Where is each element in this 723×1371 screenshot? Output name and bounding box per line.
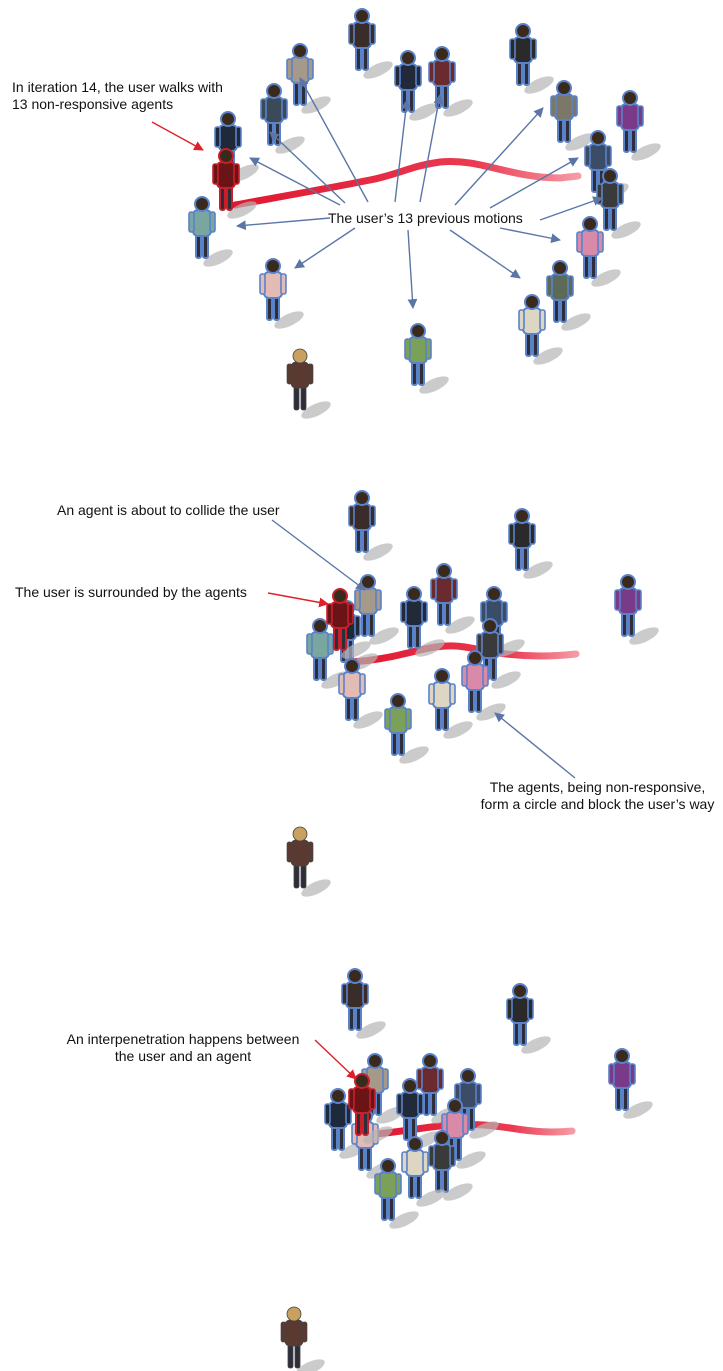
annotation-agent-collide: An agent is about to collide the user — [57, 502, 280, 518]
agent-figure — [401, 1136, 446, 1207]
panel-2 — [267, 490, 659, 897]
agent-figure — [461, 650, 506, 721]
user-trajectory-2 — [348, 642, 580, 666]
user-pointer-arrow-3 — [314, 1039, 357, 1080]
motion-arrow — [454, 107, 544, 206]
motion-arrow — [489, 157, 579, 209]
agent-figure — [550, 80, 595, 151]
agent-figure — [430, 563, 475, 634]
agent-figure — [546, 260, 591, 331]
agent-figure — [396, 1078, 441, 1149]
motion-arrow — [419, 94, 444, 203]
panel-3 — [280, 968, 653, 1371]
agent-figure — [608, 1048, 653, 1119]
agent-figure — [441, 1098, 486, 1169]
agent-figure — [188, 196, 233, 267]
agent-figure — [348, 490, 393, 561]
user-pointer-arrow-2 — [267, 592, 329, 608]
user-figure — [212, 148, 257, 219]
motion-arrow — [499, 227, 561, 244]
agent-figure — [576, 216, 621, 287]
user-trajectory-1 — [231, 157, 582, 209]
motion-arrows — [236, 77, 603, 309]
user-pointer-arrow-1 — [151, 121, 204, 151]
user-figure — [348, 1073, 393, 1144]
agent-figure — [404, 323, 449, 394]
motion-arrow — [236, 217, 331, 231]
bystander-figure — [286, 826, 331, 897]
agent-figure — [614, 574, 659, 645]
motion-arrow — [294, 227, 356, 269]
annotation-previous-motions: The user’s 13 previous motions — [328, 210, 523, 226]
agent-figure — [400, 586, 445, 657]
agent-figure — [506, 983, 551, 1054]
agent-figure — [260, 83, 305, 154]
motion-arrow — [269, 131, 346, 204]
annotation-agents-circle: The agents, being non-responsive, form a… — [480, 779, 715, 812]
panel-1 — [151, 8, 661, 419]
motion-arrow — [394, 99, 411, 203]
motion-arrow — [539, 196, 603, 221]
agent-figures-3 — [280, 968, 653, 1371]
agent-figure — [616, 90, 661, 161]
agent-figures-2 — [286, 490, 659, 897]
agent-figures-1 — [188, 8, 661, 419]
agent-figure — [354, 574, 399, 645]
agent-figure — [428, 668, 473, 739]
annotation-iteration-14: In iteration 14, the user walks with 13 … — [12, 79, 223, 112]
agent-figure — [348, 8, 393, 79]
annotation-interpenetration: An interpenetration happens between the … — [66, 1031, 300, 1064]
user-figure — [326, 588, 371, 659]
agent-figure — [394, 50, 439, 121]
agent-figure — [384, 693, 429, 764]
agent-figure — [518, 294, 563, 365]
collision-arrow — [271, 519, 366, 591]
agent-figure — [508, 508, 553, 579]
annotation-user-surrounded: The user is surrounded by the agents — [15, 584, 247, 600]
bystander-figure — [286, 348, 331, 419]
agent-figure — [259, 258, 304, 329]
agent-figure — [509, 23, 554, 94]
agent-figure — [286, 43, 331, 114]
motion-arrow — [407, 229, 418, 309]
motion-arrow — [249, 157, 341, 206]
circle-arrow — [494, 712, 576, 779]
motion-arrow — [449, 229, 521, 279]
motion-arrow — [299, 77, 369, 203]
agent-figure — [428, 1130, 473, 1201]
agent-figure — [338, 658, 383, 729]
agent-figure — [374, 1158, 419, 1229]
agent-figure — [341, 968, 386, 1039]
agent-figure — [596, 168, 641, 239]
bystander-figure — [280, 1306, 325, 1371]
agent-figure — [306, 618, 351, 689]
